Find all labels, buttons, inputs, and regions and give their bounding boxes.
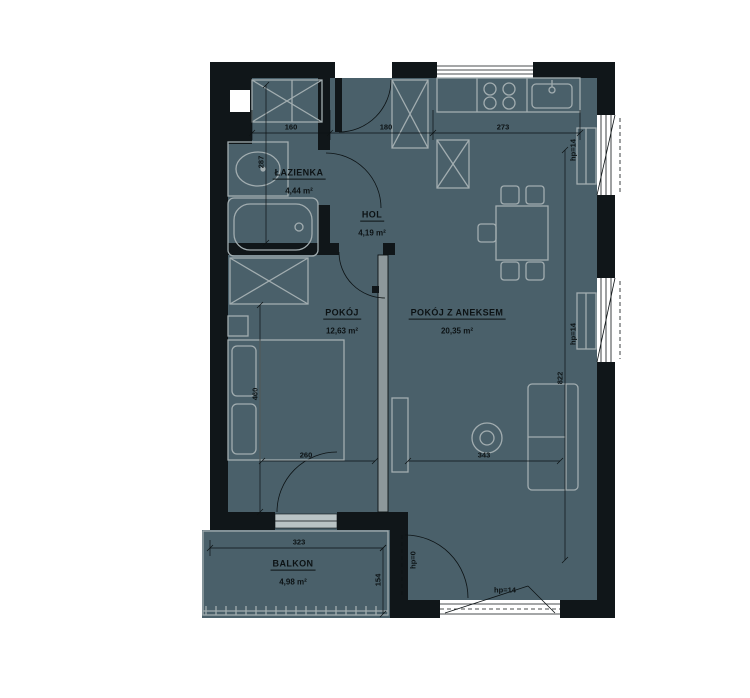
- room-label-balkon: BALKON 4,98 m²: [270, 554, 316, 591]
- dim-top-180: 180: [379, 122, 393, 132]
- room-name-hol: HOL: [359, 210, 385, 222]
- entrance-door: [335, 62, 392, 133]
- lower-door: [401, 534, 469, 599]
- dining-set: [477, 185, 549, 281]
- shafts: [229, 79, 470, 305]
- window-bottom: [440, 585, 560, 618]
- room-label-hol: HOL 4,19 m²: [358, 205, 386, 242]
- dim-balkon-154: 154: [373, 573, 383, 587]
- window-right-mid: [596, 277, 621, 363]
- kitchen-window: [437, 62, 533, 78]
- balcony-door: [274, 451, 338, 529]
- dimension-lines: [206, 81, 584, 618]
- walls: [210, 62, 615, 618]
- annotation-hp-right-top: hp=14: [568, 139, 578, 161]
- room-name-balkon: BALKON: [270, 559, 316, 571]
- room-name-lazienka: ŁAZIENKA: [272, 168, 326, 180]
- room-label-lazienka: ŁAZIENKA 4,44 m²: [272, 163, 326, 200]
- room-area-pokoj: 12,63 m²: [325, 327, 359, 336]
- room-area-balkon: 4,98 m²: [279, 578, 307, 587]
- dim-aneks-343: 343: [477, 450, 491, 460]
- bedroom-door: [338, 251, 386, 299]
- windows: [437, 62, 621, 618]
- dim-top-273: 273: [496, 122, 510, 132]
- kitchen-shaft: [436, 139, 470, 189]
- radiator-top: [576, 127, 597, 185]
- room-area-hol: 4,19 m²: [358, 229, 386, 238]
- dim-right-822: 822: [555, 371, 565, 385]
- sofa: [527, 383, 579, 491]
- room-name-pokoj: POKÓJ: [323, 308, 361, 320]
- room-label-pokoj-z-aneksem: POKÓJ Z ANEKSEM 20,35 m²: [408, 303, 506, 340]
- washbasin: [227, 141, 289, 197]
- kitchen-counter: [436, 77, 581, 113]
- partition-wall: [377, 254, 389, 513]
- nightstand: [227, 315, 249, 337]
- radiator-mid: [576, 292, 597, 350]
- dim-left-460: 460: [250, 387, 260, 401]
- room-area-pokoj-z-aneksem: 20,35 m²: [440, 327, 474, 336]
- coffee-table: [471, 422, 503, 454]
- dim-balkon-323: 323: [292, 537, 306, 547]
- dim-top-160: 160: [284, 122, 298, 132]
- sideboard: [391, 397, 409, 473]
- balcony-railing: [202, 530, 389, 616]
- room-name-pokoj-z-aneksem: POKÓJ Z ANEKSEM: [408, 308, 506, 320]
- window-right-top: [596, 114, 621, 196]
- living-furniture: [391, 77, 597, 491]
- room-area-lazienka: 4,44 m²: [285, 187, 313, 196]
- annotation-hp-right-mid: hp=14: [568, 323, 578, 345]
- annotation-hp-balcony-door: hp=0: [408, 551, 418, 569]
- annotation-hp-bottom: hp=14: [494, 585, 516, 595]
- bathtub: [227, 197, 319, 257]
- bathroom-door: [325, 152, 382, 209]
- wardrobe: [229, 257, 309, 305]
- dim-pokoj-260: 260: [299, 450, 313, 460]
- hall-shaft: [391, 79, 429, 149]
- doors: [274, 62, 469, 599]
- bathroom-fixtures: [227, 141, 319, 257]
- dim-left-287: 287: [256, 155, 266, 169]
- room-label-pokoj: POKÓJ 12,63 m²: [323, 303, 361, 340]
